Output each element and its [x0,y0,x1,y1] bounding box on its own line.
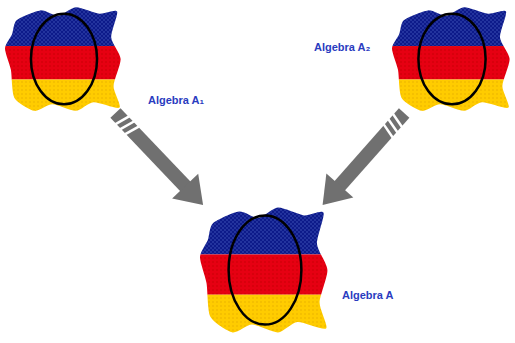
label-anchor: Algebra A₁ [148,93,204,107]
subalgebra-ellipse [31,14,97,105]
equivalence-stripe [115,116,129,124]
subalgebra-ellipse [229,215,302,324]
flag-stripes [200,205,330,335]
equivalence-stripe [384,124,393,138]
arrow-head [172,174,203,205]
blue-band [5,5,123,46]
red-band [200,254,330,294]
algebra-label: Algebra A₁ [148,93,204,107]
red-band [392,46,512,79]
gold-band [392,80,512,113]
equivalence-stripe [388,119,397,133]
equivalence-stripe [120,121,134,129]
blue-band [200,205,330,254]
flag-stripes [5,5,123,113]
blue-band [392,5,512,46]
arrow-head [323,174,354,205]
gold-band [5,80,123,113]
algebra-label: Algebra A₂ [314,40,370,54]
equivalence-stripe [393,114,402,128]
label-anchor: Algebra A₂ [314,40,370,54]
blob-shape [200,205,330,335]
arrow-shaft [115,113,185,187]
subalgebra-ellipse [418,14,485,105]
algebra-blob: Algebra A₁ [5,5,123,113]
equivalence-stripe [125,126,139,134]
blob-shape [392,5,512,113]
algebra-blob: Algebra A₂ [392,5,512,113]
label-anchor: Algebra A [342,288,394,302]
blob-shape [5,5,123,113]
flag-stripes [392,5,512,113]
equivalence-arrow [323,113,405,205]
red-band [5,46,123,79]
arrow-shaft [339,113,404,186]
gold-band [200,295,330,335]
algebra-blob: Algebra A [200,205,330,335]
equivalence-arrow [115,113,203,205]
algebra-label: Algebra A [342,288,394,302]
